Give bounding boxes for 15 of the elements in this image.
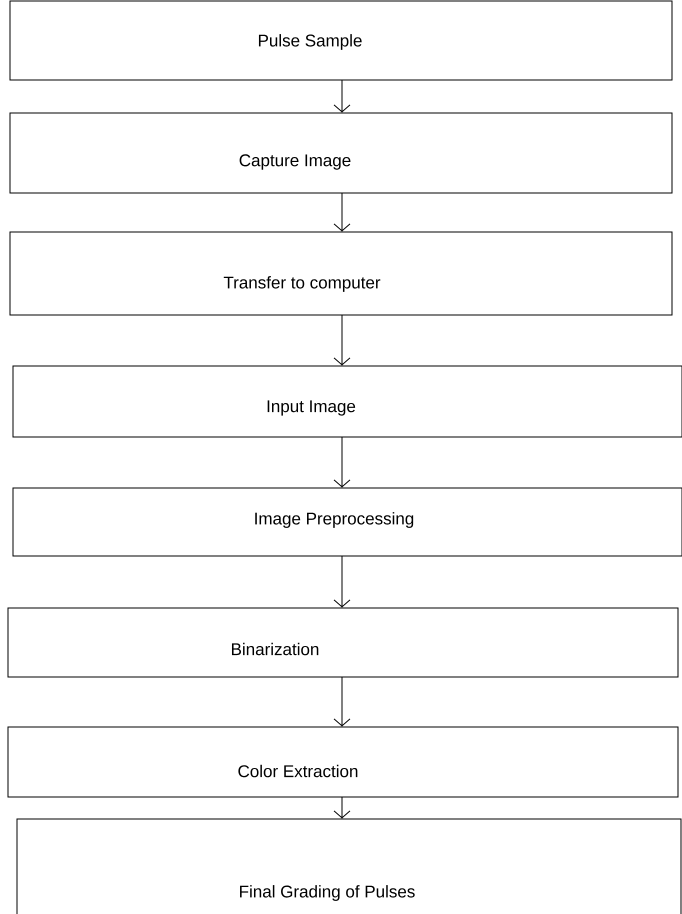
arrow [334,80,350,113]
process-box: Binarization [8,608,678,678]
process-box: Pulse Sample [10,0,672,80]
process-box: Input Image [12,366,682,438]
arrow [334,315,350,366]
arrow [334,556,350,608]
process-box: Color Extraction [8,726,678,798]
arrow [334,797,350,818]
process-box: Final Grading of Pulses [16,818,682,914]
arrow [334,193,350,232]
arrow [334,437,350,488]
process-box: Image Preprocessing [12,488,682,556]
process-box: Capture Image [10,112,672,194]
arrow [334,677,350,726]
process-box: Transfer to computer [10,232,672,316]
